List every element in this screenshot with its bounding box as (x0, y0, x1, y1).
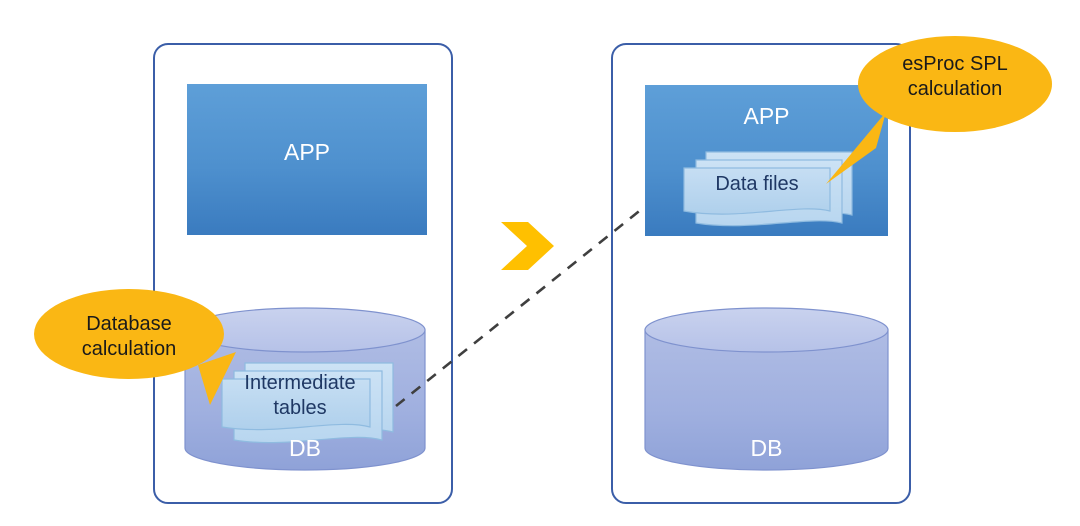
left-app-label: APP (283, 139, 331, 165)
left-app-box (187, 84, 427, 235)
transition-chevron-arrow (501, 222, 554, 270)
right-panel-frame (611, 43, 911, 504)
esproc-spl-calculation-callout-shape[interactable] (826, 36, 1052, 184)
right-db-label: DB (750, 435, 783, 461)
esproc-spl-callout-line1[interactable]: esProc SPL (902, 53, 1008, 75)
database-calculation-callout-shape[interactable] (34, 289, 236, 405)
right-db-cylinder (644, 307, 889, 471)
database-calculation-callout-line2[interactable]: calculation (81, 338, 177, 360)
left-panel-frame (153, 43, 453, 504)
left-documents-label-line2: tables (273, 397, 327, 419)
right-documents-label: Data files (715, 173, 799, 195)
left-documents-label-line1: Intermediate (244, 372, 356, 394)
dashed-flow-arrow (395, 182, 676, 408)
right-app-label: APP (743, 103, 790, 129)
right-document-stack (683, 151, 853, 227)
esproc-spl-callout-line2[interactable]: calculation (907, 78, 1003, 100)
left-document-stack (221, 362, 394, 444)
database-calculation-callout-line1[interactable]: Database (86, 313, 172, 335)
left-db-label: DB (289, 435, 321, 461)
